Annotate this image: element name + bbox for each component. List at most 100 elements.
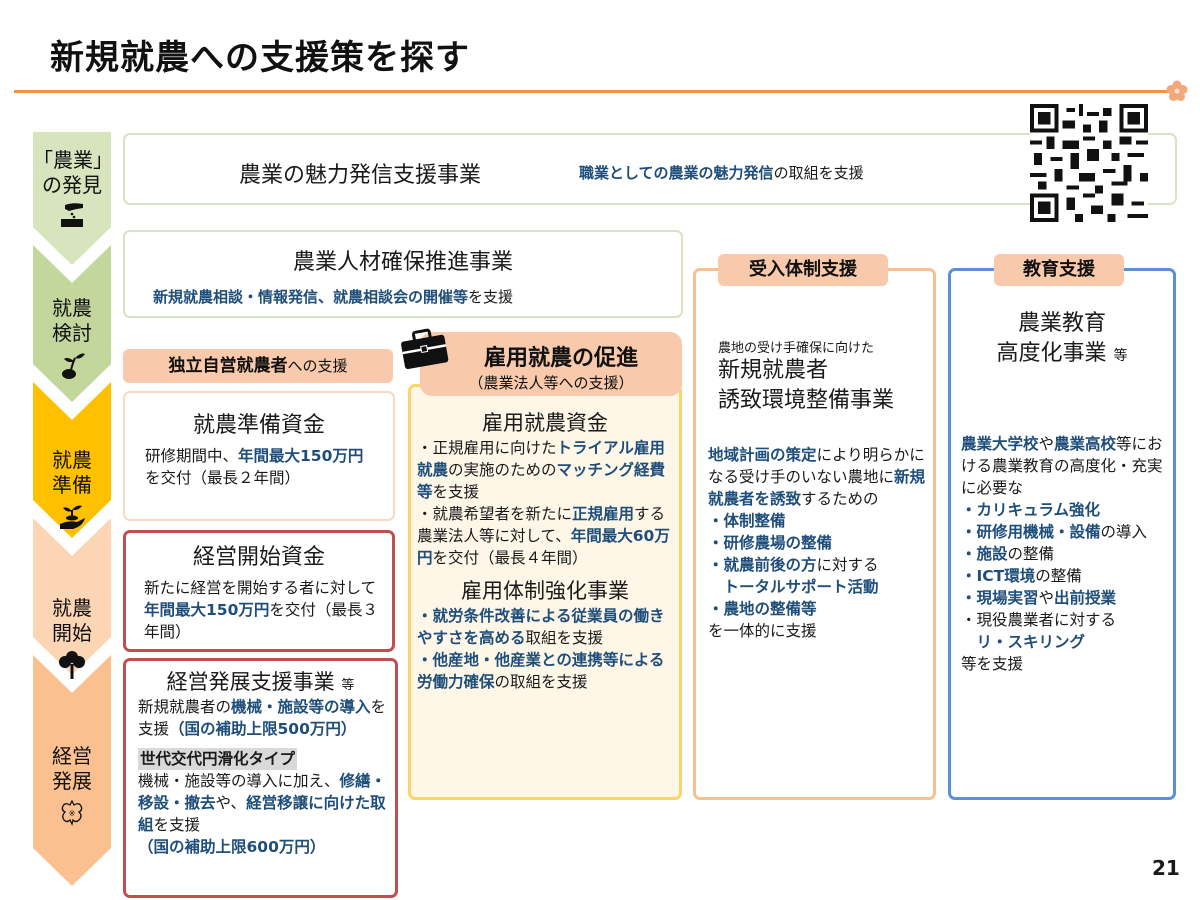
- limit-amount: （国の補助上限500万円）: [169, 720, 357, 738]
- hatten-card: 経営発展支援事業 等 新規就農者の機械・施設等の導入を支援（国の補助上限500万…: [123, 658, 398, 898]
- ukeire-card: 農地の受け手確保に向けた 新規就農者 誘致環境整備事業 地域計画の策定により明ら…: [693, 268, 936, 800]
- koyou-header-title: 雇用就農の促進: [483, 346, 638, 371]
- text: を支援: [153, 816, 201, 834]
- ukeire-footer: を一体的に支援: [708, 622, 817, 640]
- koyou-header-sub: （農業法人等への支援）: [468, 374, 634, 392]
- amount: 年間最大60万円: [417, 527, 670, 567]
- svg-text:※: ※: [69, 809, 76, 818]
- plum-blossom-icon: [1166, 80, 1188, 101]
- text: 機械・施設等の導入に加え、: [138, 772, 340, 790]
- bold-text: ・就労条件改善による従業員の働きやすさを高める: [417, 607, 665, 647]
- ukeire-pre: 農地の受け手確保に向けた: [718, 341, 875, 356]
- stage-label: 就農: [52, 596, 92, 620]
- text: ・正規雇用に向けた: [417, 439, 557, 457]
- title-divider: [14, 90, 1172, 93]
- text: を交付（最長３年間）: [144, 601, 378, 641]
- title-suffix: 等: [1113, 348, 1128, 364]
- list-item: ・ICT環境の整備: [961, 565, 1173, 587]
- limit-amount: （国の補助上限600万円）: [138, 838, 326, 856]
- dokuritsu-header: 独立自営就農者への支援: [123, 349, 393, 383]
- jinzai-desc-bold: 新規就農相談・情報発信、就農相談会の開催等: [153, 288, 469, 306]
- list-item: トータルサポート活動: [708, 576, 933, 598]
- dokuritsu-header-rest: への支援: [287, 357, 348, 375]
- kaishi-shikin-card: 経営開始資金 新たに経営を開始する者に対して年間最大150万円を交付（最長３年間…: [123, 530, 395, 652]
- stage-development: 経営 発展 ※: [33, 744, 111, 828]
- bold-text: 農業大学校: [961, 435, 1039, 453]
- qr-code-icon: [1030, 104, 1148, 222]
- list-item: ・研修農場の整備: [708, 532, 933, 554]
- stage-consideration: 就農 検討: [33, 296, 111, 380]
- item-text: の導入: [1100, 523, 1148, 541]
- miryoku-card: 農業の魅力発信支援事業 職業としての農業の魅力発信の取組を支援: [123, 133, 1177, 205]
- list-item: ・カリキュラム強化: [961, 499, 1173, 521]
- koyou-shikin-title: 雇用就農資金: [482, 411, 608, 435]
- kyouiku-title-1: 農業教育: [1017, 311, 1106, 336]
- text: 研修期間中、: [145, 447, 239, 465]
- jinzai-desc: を支援: [468, 288, 514, 306]
- item-bold: 出前授業: [1054, 589, 1117, 607]
- bold-text: 新規就農者を誘致: [708, 468, 926, 508]
- koyou-card: 雇用就農資金 ・正規雇用に向けたトライアル雇用就農の実施のためのマッチング経費等…: [408, 384, 682, 800]
- item-text: ・現役農業者に対する: [961, 611, 1117, 629]
- kyouiku-footer: 等を支援: [961, 655, 1024, 673]
- jinzai-title: 農業人材確保推進事業: [292, 250, 513, 275]
- kyouiku-title-2: 高度化事業: [996, 341, 1107, 366]
- item-text: に対する: [816, 556, 879, 574]
- hand-sowing-seeds-icon: [61, 203, 83, 227]
- list-item: ・研修用機械・設備の導入: [961, 521, 1173, 543]
- koyou-header: 雇用就農の促進 （農業法人等への支援）: [420, 332, 682, 396]
- text: するための: [801, 490, 879, 508]
- cherry-blossom-icon: ※: [61, 799, 83, 826]
- miryoku-desc-bold: 職業としての農業の魅力発信: [579, 164, 774, 182]
- list-item: ・農地の整備等: [708, 598, 933, 620]
- bold-text: 修繕・移設・撤去: [138, 772, 387, 812]
- stage-label: の発見: [42, 173, 102, 197]
- list-item: ・施設の整備: [961, 543, 1173, 565]
- item-bold: ・ICT環境: [961, 567, 1036, 585]
- item-bold: ・研修農場の整備: [708, 534, 833, 552]
- stage-discovery: 「農業」 の発見: [33, 148, 113, 228]
- amount: 年間最大150万円: [238, 447, 364, 465]
- list-item: ・体制整備: [708, 510, 933, 532]
- bold-text: トライアル雇用就農: [417, 439, 665, 479]
- kaishi-title: 経営開始資金: [192, 545, 325, 570]
- stage-label: 経営: [52, 744, 92, 768]
- text: 取組を支援: [525, 629, 604, 647]
- item-bold: ・就農前後の方: [708, 556, 817, 574]
- junbi-title: 就農準備資金: [192, 413, 325, 438]
- item-bold: ・カリキュラム強化: [961, 501, 1101, 519]
- item-text: の整備: [1007, 545, 1055, 563]
- amount: 年間最大150万円: [144, 601, 270, 619]
- stage-label: 「農業」: [33, 148, 113, 172]
- briefcase-icon: [401, 328, 449, 370]
- stage-label: 就農: [52, 296, 92, 320]
- stage-label: 準備: [52, 473, 92, 497]
- text: により明らかになる受け手のいない農地に: [708, 446, 925, 486]
- bold-text: 経営移譲に向けた取組: [138, 794, 386, 834]
- ukeire-title-1: 新規就農者: [718, 358, 829, 383]
- bold-text: 機械・施設等の導入: [231, 698, 371, 716]
- hand-plant-icon: [60, 505, 85, 529]
- stage-label: 開始: [52, 621, 92, 645]
- text: を支援: [138, 698, 387, 738]
- text: 新規就農者の: [138, 698, 232, 716]
- title-suffix: 等: [341, 678, 355, 693]
- item-bold: ・体制整備: [708, 512, 786, 530]
- stage-label: 就農: [52, 448, 92, 472]
- stage-arrow-column: [33, 132, 111, 886]
- bold-text: 地域計画の策定: [708, 446, 817, 464]
- item-bold: ・農地の整備等: [708, 600, 817, 618]
- list-item: ・就農前後の方に対する: [708, 554, 933, 576]
- bold-text: 農業高校: [1054, 435, 1117, 453]
- sprout-icon: [62, 353, 85, 379]
- item-text: の整備: [1035, 567, 1082, 585]
- item-text: や: [1038, 589, 1055, 607]
- stage-label: 発展: [52, 769, 92, 793]
- tree-icon: [59, 651, 85, 679]
- ukeire-tag: 受入体制支援: [718, 254, 888, 286]
- page-number: 21: [1152, 856, 1180, 880]
- qr-code[interactable]: [1030, 104, 1148, 222]
- kyouiku-list: ・カリキュラム強化 ・研修用機械・設備の導入 ・施設の整備 ・ICT環境の整備 …: [961, 499, 1173, 653]
- kyouiku-tag: 教育支援: [994, 254, 1124, 286]
- stage-start: 就農 開始: [33, 596, 111, 680]
